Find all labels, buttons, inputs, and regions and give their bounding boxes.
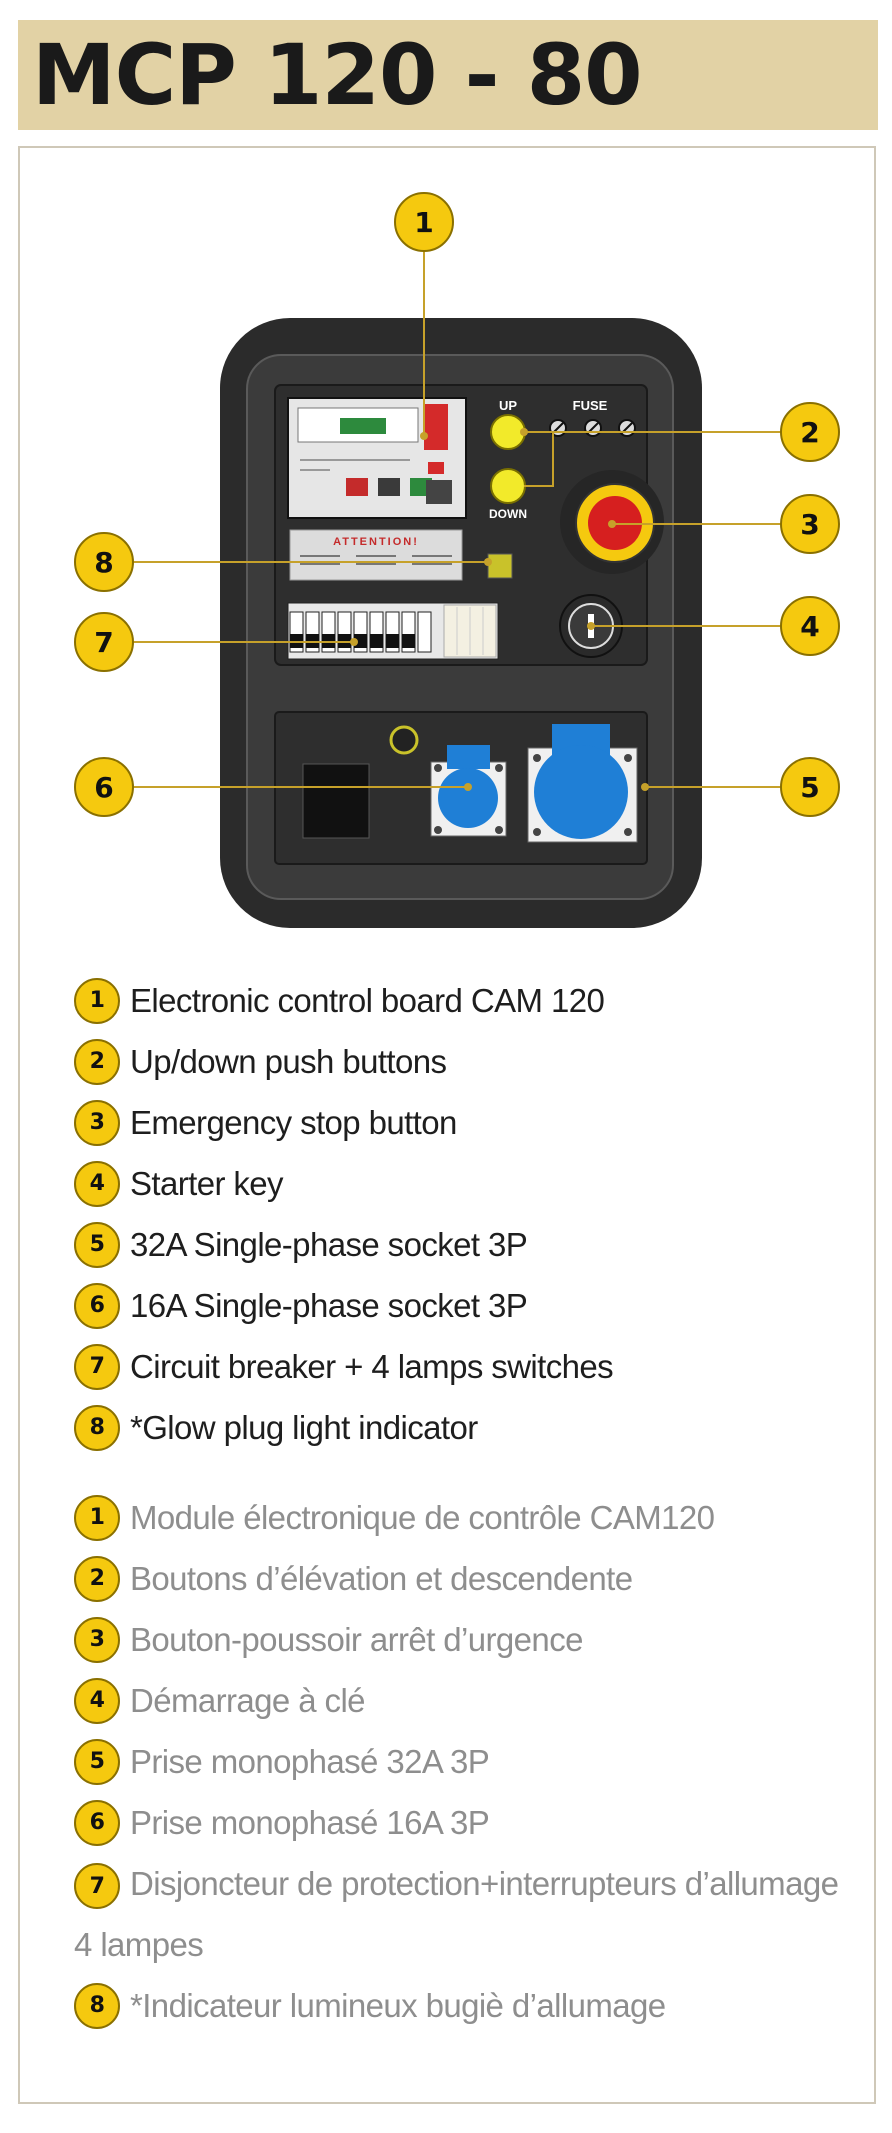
page-title: MCP 120 - 80 <box>32 26 643 124</box>
legend-text: Emergency stop button <box>130 1103 457 1141</box>
legend-badge: 1 <box>74 977 120 1024</box>
legend-item: 4 Starter key <box>74 1153 613 1214</box>
callout-6 <box>74 757 134 817</box>
legend-item: 2 Up/down push buttons <box>74 1031 613 1092</box>
callout-4 <box>780 596 840 656</box>
callout-3-label: 3 <box>800 508 819 541</box>
up-label: UP <box>499 398 517 413</box>
leader-dots <box>350 428 649 791</box>
up-button <box>490 414 526 450</box>
callout-badges: 1 2 3 4 5 6 7 8 <box>74 192 840 817</box>
legend-badge: 3 <box>74 1616 120 1663</box>
legend-text: Circuit breaker + 4 lamps switches <box>130 1347 614 1385</box>
socket-32a <box>527 724 638 843</box>
legend-badge: 8 <box>74 1982 120 2029</box>
callout-4-label: 4 <box>800 610 819 643</box>
callout-5 <box>780 757 840 817</box>
legend-item: 8 *Indicateur lumineux bugiè d’allumage <box>74 1975 844 2036</box>
legend-badge: 6 <box>74 1282 120 1329</box>
legend-badge: 6 <box>74 1799 120 1846</box>
callout-8-label: 8 <box>94 546 113 579</box>
legend-text: *Glow plug light indicator <box>130 1408 478 1446</box>
legend-item: 1 Module électronique de contrôle CAM120 <box>74 1487 844 1548</box>
legend-badge: 2 <box>74 1555 120 1602</box>
legend-item: 7 Circuit breaker + 4 lamps switches <box>74 1336 614 1397</box>
attention-sticker: ATTENTION! <box>289 529 463 581</box>
attention-text: ATTENTION! <box>333 536 419 548</box>
legend-text: 32A Single-phase socket 3P <box>130 1225 528 1263</box>
down-button <box>490 468 526 504</box>
legend-badge: 5 <box>74 1738 120 1785</box>
callout-2 <box>780 402 840 462</box>
lower-fuse <box>389 725 419 755</box>
legend-item: 4 Démarrage à clé <box>74 1670 844 1731</box>
legend-item: 5 Prise monophasé 32A 3P <box>74 1731 844 1792</box>
callout-7-label: 7 <box>94 626 113 659</box>
callout-7 <box>74 612 134 672</box>
legend-item: 1 Electronic control board CAM 120 <box>74 970 613 1031</box>
legend-text: Prise monophasé 16A 3P <box>130 1803 490 1841</box>
legend-text: Electronic control board CAM 120 <box>130 981 605 1019</box>
control-panel-diagram: UP DOWN FUSE ATTENTION! <box>74 192 840 928</box>
legend-item: 6 16A Single-phase socket 3P <box>74 1275 613 1336</box>
auxiliary-cover <box>302 763 370 839</box>
callout-6-label: 6 <box>94 771 113 804</box>
leader-lines <box>130 248 786 788</box>
legend-text: *Indicateur lumineux bugiè d’allumage <box>130 1986 666 2024</box>
legend-badge: 5 <box>74 1221 120 1268</box>
legend-badge: 7 <box>74 1863 120 1910</box>
legend-item: 6 Prise monophasé 16A 3P <box>74 1792 844 1853</box>
legend-badge: 7 <box>74 1343 120 1390</box>
legend-badge: 4 <box>74 1160 120 1207</box>
legend-text: Module électronique de contrôle CAM120 <box>130 1498 715 1536</box>
legend-badge: 4 <box>74 1677 120 1724</box>
circuit-breaker-row <box>287 602 499 660</box>
legend-text: Disjoncteur de protection+interrupteurs … <box>74 1865 839 1963</box>
legend-badge: 2 <box>74 1038 120 1085</box>
callout-2-label: 2 <box>800 416 819 449</box>
legend-item: 5 32A Single-phase socket 3P <box>74 1214 613 1275</box>
callout-5-label: 5 <box>800 771 819 804</box>
down-label: DOWN <box>489 507 527 521</box>
legend-english: 1 Electronic control board CAM 120 2 Up/do… <box>74 970 614 1458</box>
socket-16a <box>430 745 507 837</box>
legend-text: Démarrage à clé <box>130 1681 366 1719</box>
callout-8 <box>74 532 134 592</box>
legend-badge: 3 <box>74 1099 120 1146</box>
legend-item: 2 Boutons d’élévation et descendente <box>74 1548 844 1609</box>
legend-text: Bouton-poussoir arrêt d’urgence <box>130 1620 583 1658</box>
legend-item: 8 *Glow plug light indicator <box>74 1397 613 1458</box>
fuse-holders <box>549 419 636 437</box>
legend-badge: 8 <box>74 1404 120 1451</box>
legend-text: Prise monophasé 32A 3P <box>130 1742 490 1780</box>
fuse-label: FUSE <box>573 398 608 413</box>
callout-1-label: 1 <box>414 206 433 239</box>
legend-text: Starter key <box>130 1164 284 1202</box>
control-board <box>287 397 467 519</box>
legend-text: Up/down push buttons <box>130 1042 447 1080</box>
legend-item: 3 Emergency stop button <box>74 1092 613 1153</box>
title-banner: MCP 120 - 80 <box>18 20 878 130</box>
legend-text: 16A Single-phase socket 3P <box>130 1286 528 1324</box>
callout-3 <box>780 494 840 554</box>
glow-plug-indicator <box>487 553 513 579</box>
legend-text: Boutons d’élévation et descendente <box>130 1559 633 1597</box>
legend-badge: 1 <box>74 1494 120 1541</box>
legend-item: 3 Bouton-poussoir arrêt d’urgence <box>74 1609 844 1670</box>
callout-1 <box>394 192 454 252</box>
